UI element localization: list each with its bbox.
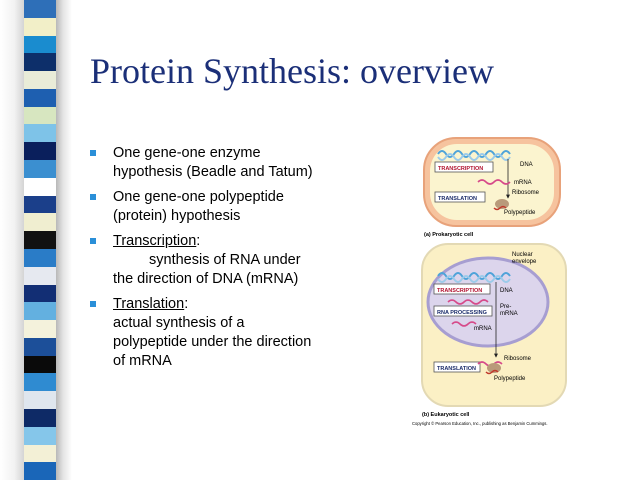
ribosome-icon	[495, 199, 509, 209]
protein-synthesis-figure: TRANSCRIPTION DNA mRNA Ribosome TRANSLAT…	[408, 132, 584, 432]
mrna-strand-icon	[451, 321, 477, 327]
dna-label: DNA	[520, 162, 533, 168]
rna-processing-label-box	[433, 305, 493, 317]
bullet-text-line: (protein) hypothesis	[113, 208, 241, 224]
mrna-strand-icon	[477, 179, 511, 185]
bullet-item: Translation: actual synthesis of a polyp…	[90, 295, 350, 371]
bullet-square-icon	[90, 150, 96, 156]
transcription-label: TRANSCRIPTION	[438, 166, 483, 172]
stripe-shadow	[56, 0, 72, 480]
term-colon: :	[184, 296, 189, 312]
polypeptide-label: Polypeptide	[494, 376, 526, 382]
bullet-text-line: of mRNA	[113, 353, 172, 369]
bullet-text-line: One gene-one enzyme	[113, 145, 261, 161]
translation-label-box	[433, 361, 481, 373]
translation-label: TRANSLATION	[437, 366, 476, 372]
slide-title: Protein Synthesis: overview	[90, 51, 494, 91]
bullet-list: One gene-one enzyme hypothesis (Beadle a…	[90, 144, 350, 377]
bullet-item: One gene-one enzyme hypothesis (Beadle a…	[90, 144, 350, 182]
ribosome-icon	[487, 363, 501, 373]
dna-strand-icon	[437, 272, 511, 280]
pre-mrna-label: mRNA	[500, 311, 518, 317]
eukaryotic-cell: Nuclear envelope TRANSCRIPTION DNA Pre- …	[421, 243, 567, 418]
dna-strand-icon	[437, 150, 511, 158]
dna-strand-icon	[437, 153, 511, 161]
bullet-item: One gene-one polypeptide (protein) hypot…	[90, 188, 350, 226]
transcription-label-box	[434, 161, 494, 173]
term-transcription: Transcription	[113, 233, 197, 249]
dna-strand-icon	[437, 275, 511, 283]
translation-label: TRANSLATION	[438, 196, 477, 202]
bullet-square-icon	[90, 194, 96, 200]
pre-mrna-label: Pre-	[500, 304, 511, 310]
bullet-text-line: One gene-one polypeptide	[113, 189, 284, 205]
bullet-square-icon	[90, 301, 96, 307]
bullet-text-line: hypothesis (Beadle and Tatum)	[113, 164, 313, 180]
polypeptide-chain-icon	[485, 369, 499, 375]
ribosome-label: Ribosome	[504, 356, 532, 362]
dna-label: DNA	[500, 288, 513, 294]
eukaryotic-caption: (b) Eukaryotic cell	[422, 412, 470, 418]
pre-mrna-strand-icon	[447, 299, 489, 305]
transcription-label-box	[433, 283, 491, 295]
prokaryotic-caption: (a) Prokaryotic cell	[424, 232, 474, 238]
bullet-text-line: the direction of DNA (mRNA)	[113, 271, 299, 287]
translation-label-box	[434, 191, 486, 203]
decorative-color-stripe	[24, 0, 56, 480]
bullet-square-icon	[90, 238, 96, 244]
cell-diagram: TRANSCRIPTION DNA mRNA Ribosome TRANSLAT…	[412, 137, 567, 426]
mrna-label: mRNA	[474, 326, 492, 332]
bullet-text-line: polypeptide under the direction	[113, 334, 312, 350]
copyright-notice: Copyright © Pearson Education, Inc., pub…	[412, 421, 548, 426]
polypeptide-label: Polypeptide	[504, 210, 536, 216]
nuclear-envelope-label: Nuclear	[512, 252, 533, 258]
bullet-text-line: synthesis of RNA under	[149, 252, 301, 268]
nuclear-envelope-label: envelope	[512, 259, 537, 265]
decorative-stripe-left	[0, 0, 24, 480]
bullet-item: Transcription: synthesis of RNA under th…	[90, 232, 350, 289]
term-translation: Translation	[113, 296, 185, 312]
prokaryotic-cell: TRANSCRIPTION DNA mRNA Ribosome TRANSLAT…	[423, 137, 561, 238]
polypeptide-chain-icon	[493, 205, 507, 211]
mrna-label: mRNA	[514, 180, 532, 186]
transcription-label: TRANSCRIPTION	[437, 288, 482, 294]
term-colon: :	[196, 233, 201, 249]
rna-processing-label: RNA PROCESSING	[437, 310, 487, 316]
bullet-text-line: actual synthesis of a	[113, 315, 245, 331]
ribosome-label: Ribosome	[512, 190, 540, 196]
